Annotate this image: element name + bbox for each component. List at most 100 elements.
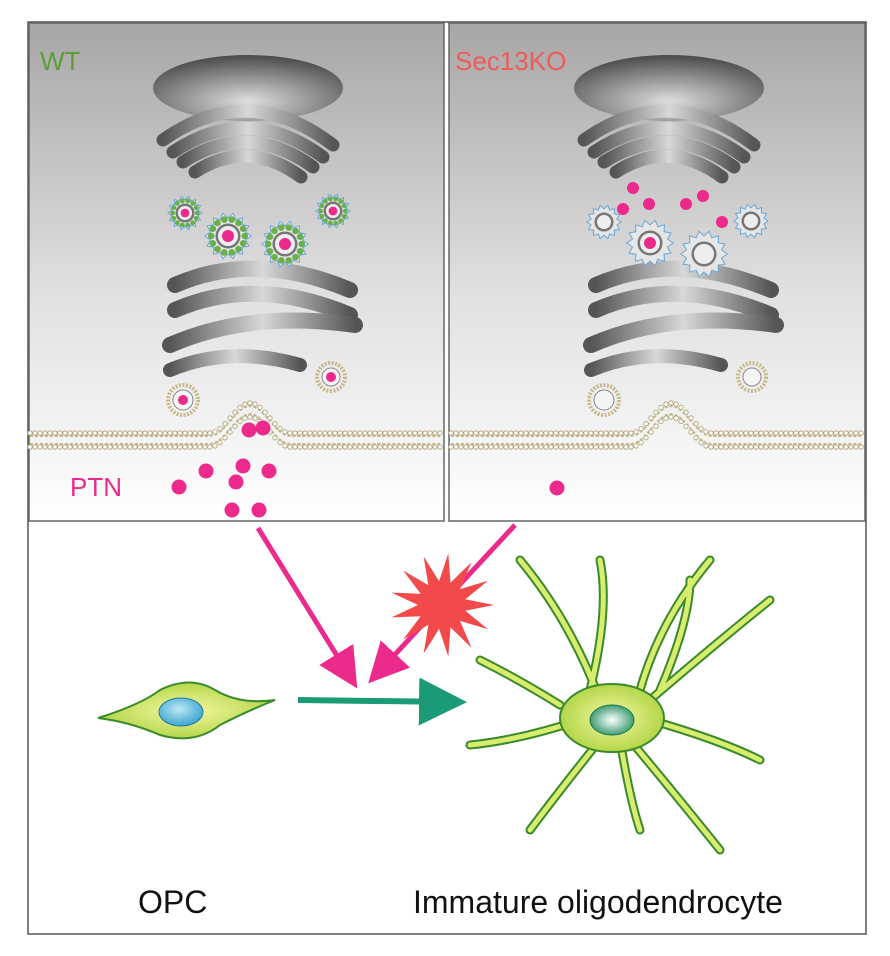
lipid-head-icon	[407, 430, 413, 436]
lipid-head-icon	[793, 430, 799, 436]
lipid-head-icon	[312, 444, 318, 450]
coat-protein-icon	[322, 198, 328, 204]
lipid-head-icon	[778, 430, 784, 436]
lipid-head-icon	[212, 443, 218, 449]
golgi-cisterna-icon	[176, 135, 320, 174]
vesicle-icon	[691, 241, 717, 267]
lipid-head-icon	[513, 430, 519, 436]
ptn-dot-icon	[198, 463, 214, 479]
lipid-head-icon	[738, 430, 744, 436]
coat-protein-icon	[341, 213, 347, 219]
lipid-head-icon	[758, 444, 764, 450]
coat-protein-icon	[277, 224, 285, 231]
lipid-head-icon	[72, 444, 78, 450]
lipid-head-icon	[27, 430, 33, 436]
lipid-head-icon	[217, 426, 223, 432]
lipid-head-icon	[127, 444, 133, 450]
lipid-head-icon	[498, 444, 504, 450]
lipid-head-icon	[337, 430, 343, 436]
coat-protein-icon	[179, 222, 185, 228]
oligodendrocyte-process-icon	[647, 717, 763, 763]
lipid-head-icon	[603, 430, 609, 436]
lipid-head-icon	[332, 444, 338, 450]
lipid-head-icon	[177, 430, 183, 436]
lipid-head-icon	[277, 440, 283, 446]
coat-protein-icon	[220, 216, 228, 223]
block-burst-icon	[391, 553, 494, 657]
ptn-dot-icon	[261, 463, 277, 479]
lipid-head-icon	[187, 444, 193, 450]
lipid-head-icon	[227, 429, 233, 435]
lipid-head-icon	[377, 444, 383, 450]
lipid-head-icon	[402, 430, 408, 436]
lipid-head-icon	[257, 404, 263, 410]
lipid-head-icon	[528, 430, 534, 436]
wt-label: WT	[40, 46, 81, 76]
lipid-head-icon	[52, 430, 58, 436]
coat-protein-icon	[185, 198, 191, 204]
lipid-head-icon	[327, 444, 333, 450]
lipid-head-icon	[407, 444, 413, 450]
lipid-head-icon	[82, 444, 88, 450]
lipid-head-icon	[808, 430, 814, 436]
coat-protein-icon	[271, 227, 278, 235]
lipid-head-icon	[598, 430, 604, 436]
lipid-head-icon	[838, 430, 844, 436]
lipid-head-icon	[633, 443, 639, 449]
golgi-cisterna-icon	[587, 121, 751, 164]
lipid-head-icon	[117, 444, 123, 450]
ptn-cargo-icon	[644, 237, 656, 249]
lipid-head-icon	[583, 444, 589, 450]
lipid-head-icon	[417, 430, 423, 436]
lipid-head-icon	[743, 444, 749, 450]
golgi-cisterna-icon	[167, 260, 358, 298]
coat-protein-icon	[209, 239, 217, 247]
lipid-head-icon	[117, 430, 123, 436]
coat-protein-icon	[266, 233, 274, 241]
lipid-head-icon	[778, 444, 784, 450]
opc-label: OPC	[138, 884, 207, 920]
lipid-head-icon	[362, 444, 368, 450]
lipid-head-icon	[302, 430, 308, 436]
lipid-head-icon	[262, 409, 268, 415]
lipid-head-icon	[523, 444, 529, 450]
lipid-head-icon	[613, 430, 619, 436]
lipid-head-icon	[182, 444, 188, 450]
lipid-head-icon	[282, 443, 288, 449]
lipid-head-icon	[618, 430, 624, 436]
lipid-head-icon	[437, 430, 443, 436]
lipid-head-icon	[798, 430, 804, 436]
lipid-head-icon	[82, 430, 88, 436]
coat-protein-icon	[214, 219, 221, 227]
lipid-head-icon	[287, 444, 293, 450]
oligodendrocyte-nucleus-icon	[589, 704, 635, 736]
lipid-head-icon	[147, 430, 153, 436]
lipid-head-icon	[287, 430, 293, 436]
lipid-head-icon	[207, 444, 213, 450]
lipid-head-icon	[337, 444, 343, 450]
lipid-head-icon	[427, 444, 433, 450]
coat-protein-icon	[322, 218, 328, 224]
lipid-head-icon	[533, 430, 539, 436]
coat-protein-icon	[338, 218, 344, 224]
ptn-cargo-icon	[326, 372, 336, 382]
ptn-label: PTN	[70, 472, 122, 502]
lipid-head-icon	[142, 430, 148, 436]
lipid-head-icon	[322, 430, 328, 436]
lipid-head-icon	[242, 401, 248, 407]
lipid-head-icon	[653, 423, 659, 429]
lipid-head-icon	[768, 430, 774, 436]
lipid-head-icon	[167, 444, 173, 450]
lipid-head-icon	[382, 430, 388, 436]
immature-oligodendrocyte-label: Immature oligodendrocyte	[413, 884, 783, 920]
lipid-head-icon	[508, 444, 514, 450]
lipid-head-icon	[853, 444, 859, 450]
lipid-head-icon	[763, 444, 769, 450]
ptn-dot-icon	[549, 480, 565, 496]
lipid-head-icon	[568, 444, 574, 450]
lipid-head-icon	[533, 444, 539, 450]
lipid-head-icon	[202, 444, 208, 450]
lipid-head-icon	[713, 430, 719, 436]
lipid-head-icon	[362, 430, 368, 436]
lipid-head-icon	[753, 430, 759, 436]
